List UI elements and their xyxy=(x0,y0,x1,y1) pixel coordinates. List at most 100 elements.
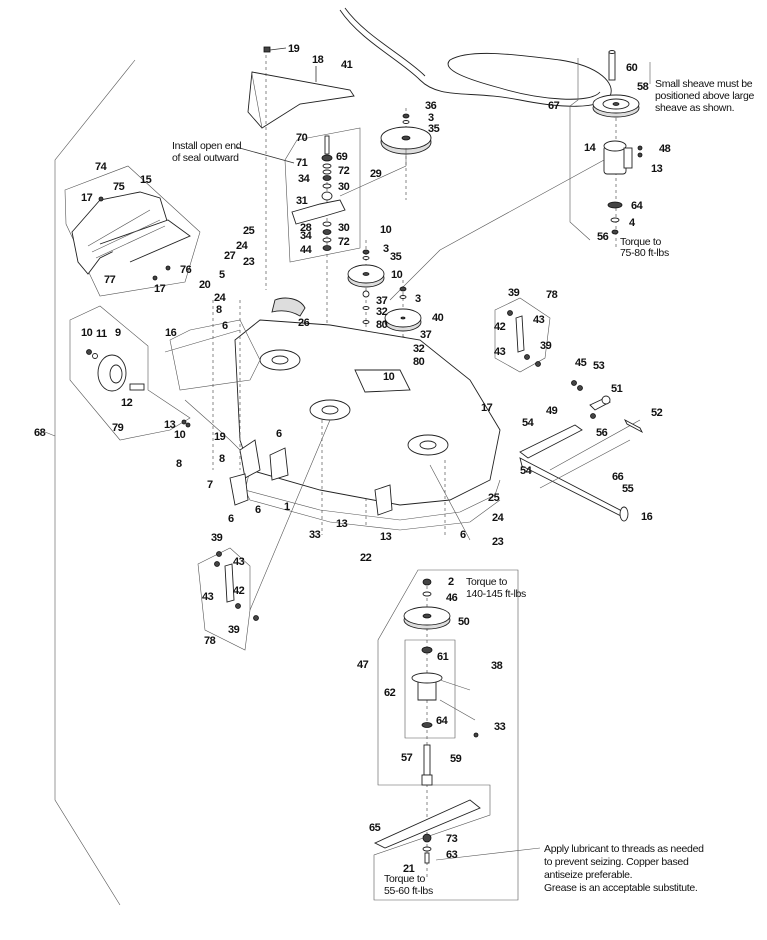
callout: 24 xyxy=(492,512,505,524)
callout: 70 xyxy=(296,132,308,144)
callout: 25 xyxy=(243,225,255,237)
callout: 63 xyxy=(446,849,458,861)
callout: 64 xyxy=(631,200,644,212)
callout: 6 xyxy=(460,529,466,541)
callout: 68 xyxy=(34,427,46,439)
svg-text:Apply lubricant to threads as: Apply lubricant to threads as needed xyxy=(544,843,704,855)
callout: 42 xyxy=(233,585,245,597)
callout: 49 xyxy=(546,405,558,417)
callout: 35 xyxy=(390,251,402,263)
group-outline-68 xyxy=(54,59,136,906)
callout: 43 xyxy=(202,591,214,603)
callout: 43 xyxy=(233,556,245,568)
callout: 44 xyxy=(300,244,313,256)
callout: 23 xyxy=(243,256,255,268)
spindle-housing-box xyxy=(404,639,456,739)
group-outline-74 xyxy=(64,165,201,297)
callout: 34 xyxy=(300,230,313,242)
callout: 66 xyxy=(612,471,624,483)
callout: 14 xyxy=(584,142,597,154)
callout: 13 xyxy=(651,163,663,175)
note-torque-spindle: Torque to 140-145 ft-lbs xyxy=(466,576,526,600)
callout: 37 xyxy=(376,295,388,307)
callout: 37 xyxy=(420,329,432,341)
callout: 4 xyxy=(629,217,636,229)
callout-labels: 19 18 41 36 3 35 70 69 71 72 34 30 29 31… xyxy=(34,43,671,875)
callout: 30 xyxy=(338,222,350,234)
svg-text:Install open end: Install open end xyxy=(172,140,242,152)
note-torque-blade: Torque to 55-60 ft-lbs xyxy=(384,873,433,897)
callout: 47 xyxy=(357,659,369,671)
svg-text:55-60 ft-lbs: 55-60 ft-lbs xyxy=(384,885,433,897)
callout: 43 xyxy=(533,314,545,326)
callout: 54 xyxy=(520,465,533,477)
callout: 55 xyxy=(622,483,634,495)
callout: 40 xyxy=(432,312,444,324)
callout: 19 xyxy=(288,43,300,55)
callout: 57 xyxy=(401,752,413,764)
callout: 5 xyxy=(219,269,225,281)
callout: 78 xyxy=(546,289,558,301)
callout: 48 xyxy=(659,143,671,155)
callout: 33 xyxy=(494,721,506,733)
callout: 10 xyxy=(174,429,186,441)
svg-text:Small sheave must be: Small sheave must be xyxy=(655,78,753,90)
callout: 10 xyxy=(380,224,392,236)
callout: 39 xyxy=(228,624,240,636)
callout: 24 xyxy=(214,292,227,304)
note-torque-idler: Torque to 75-80 ft-lbs xyxy=(620,236,669,259)
blade-65 xyxy=(373,799,481,849)
note-small-sheave: Small sheave must be positioned above la… xyxy=(655,78,755,114)
idler-assembly-outline-29 xyxy=(284,127,361,263)
callout: 8 xyxy=(176,458,182,470)
svg-text:75-80 ft-lbs: 75-80 ft-lbs xyxy=(620,247,669,259)
callout: 27 xyxy=(224,250,236,262)
callout: 23 xyxy=(492,536,504,548)
callout: 6 xyxy=(222,320,228,332)
callout: 31 xyxy=(296,195,308,207)
callout: 77 xyxy=(104,274,116,286)
callout: 80 xyxy=(376,319,388,331)
callout: 1 xyxy=(284,501,290,513)
callout: 73 xyxy=(446,833,458,845)
callout: 36 xyxy=(425,100,437,112)
callout: 8 xyxy=(216,304,222,316)
callout: 41 xyxy=(341,59,353,71)
callout: 6 xyxy=(228,513,234,525)
callout: 3 xyxy=(383,243,389,255)
callout: 42 xyxy=(494,321,506,333)
group-outline-67 xyxy=(569,58,651,241)
callout: 61 xyxy=(437,651,449,663)
callout: 56 xyxy=(596,427,608,439)
svg-text:to prevent seizing. Copper ba: to prevent seizing. Copper based xyxy=(544,856,689,868)
callout: 13 xyxy=(164,419,176,431)
anti-wrap-guard-26 xyxy=(271,297,306,317)
callout: 32 xyxy=(413,343,425,355)
callout: 76 xyxy=(180,264,192,276)
callout: 65 xyxy=(369,822,381,834)
callout: 56 xyxy=(597,231,609,243)
callout: 54 xyxy=(522,417,535,429)
svg-text:antiseize preferable.: antiseize preferable. xyxy=(544,869,632,881)
callout: 79 xyxy=(112,422,124,434)
callout: 17 xyxy=(154,283,166,295)
callout: 12 xyxy=(121,397,133,409)
callout: 64 xyxy=(436,715,449,727)
callout: 30 xyxy=(338,181,350,193)
belt xyxy=(339,9,612,107)
svg-text:of seal outward: of seal outward xyxy=(172,152,239,164)
callout: 29 xyxy=(370,168,382,180)
group-outline-78-top xyxy=(494,297,551,373)
callout: 13 xyxy=(380,531,392,543)
belt-cover-shield xyxy=(247,71,355,129)
callout: 59 xyxy=(450,753,462,765)
callout: 52 xyxy=(651,407,663,419)
note-lubricant: Apply lubricant to threads as needed to … xyxy=(544,843,704,894)
callout: 39 xyxy=(211,532,223,544)
svg-text:Torque to: Torque to xyxy=(466,576,508,588)
callout: 28 xyxy=(300,222,312,234)
callout: 53 xyxy=(593,360,605,372)
callout: 10 xyxy=(383,371,395,383)
callout: 3 xyxy=(428,112,434,124)
